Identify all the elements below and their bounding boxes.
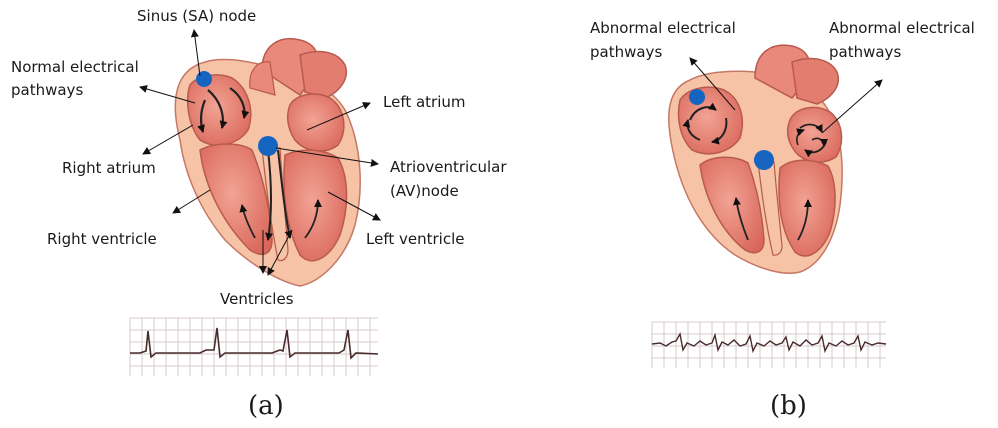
label-ventricles: Ventricles — [220, 290, 294, 308]
label-normal-pathways-line2: pathways — [11, 81, 83, 99]
ecg-strip-abnormal — [652, 322, 886, 368]
label-av-node: Atrioventricular — [390, 158, 507, 176]
label-abnormal-pathways-left: Abnormal electrical — [590, 19, 736, 37]
av-node-marker-b — [754, 150, 774, 170]
label-abnormal-pathways-right-line2: pathways — [829, 43, 901, 61]
sa-node-marker-b — [689, 89, 705, 105]
panel-a: Sinus (SA) node Normal electrical pathwa… — [11, 7, 507, 421]
label-right-ventricle: Right ventricle — [47, 230, 157, 248]
sa-node-marker — [196, 71, 212, 87]
label-abnormal-pathways-right: Abnormal electrical — [829, 19, 975, 37]
caption-panel-b: (b) — [770, 391, 807, 421]
label-normal-pathways: Normal electrical — [11, 58, 139, 76]
av-node-marker — [258, 136, 278, 156]
label-left-atrium: Left atrium — [383, 93, 466, 111]
label-av-node-line2: (AV)node — [390, 182, 459, 200]
caption-panel-a: (a) — [248, 391, 284, 421]
label-abnormal-pathways-left-line2: pathways — [590, 43, 662, 61]
label-sa-node: Sinus (SA) node — [137, 7, 256, 25]
ecg-strip-normal — [130, 318, 378, 376]
label-right-atrium: Right atrium — [62, 159, 156, 177]
label-left-ventricle: Left ventricle — [366, 230, 464, 248]
panel-b: Abnormal electrical pathways Abnormal el… — [590, 19, 975, 421]
